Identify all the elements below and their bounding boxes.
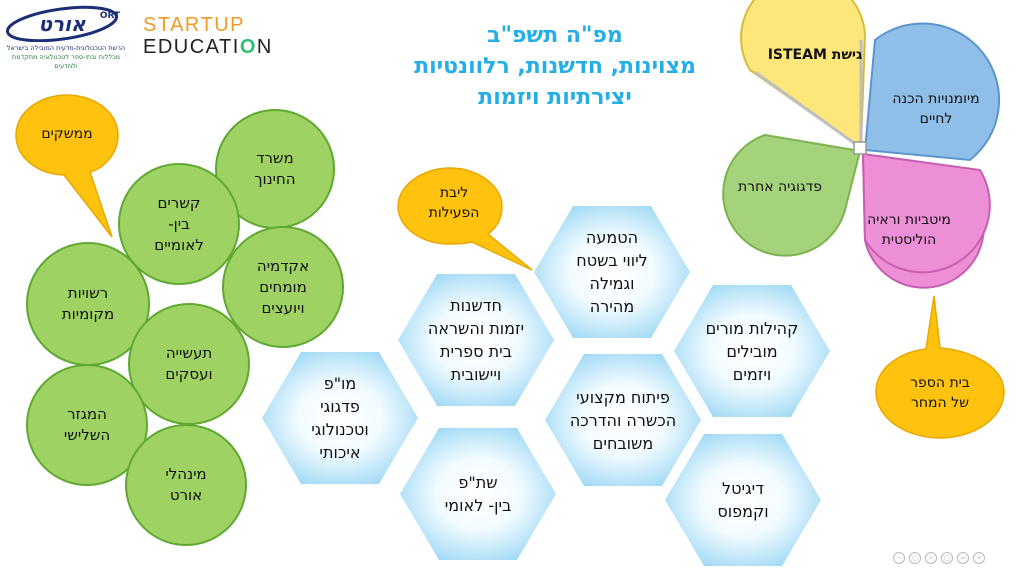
petal-other-pedagogy-label: פדגוגיה אחרת: [737, 179, 823, 195]
zoom-icon[interactable]: ○: [909, 552, 921, 564]
petal-isteam-label: גישת ISTEAM: [767, 47, 863, 63]
circle-international-relations: קשרים בין- לאומיים: [118, 163, 240, 285]
petals-diagram: [722, 0, 1000, 289]
partners-bubble: [15, 94, 119, 238]
minus-icon[interactable]: −: [893, 552, 905, 564]
hex-digital-campus: דיגיטל וקמפוס: [665, 434, 821, 566]
circle-academia-experts: אקדמיה מומחים ויועצים: [222, 226, 344, 348]
partners-label: ממשקים: [41, 126, 93, 142]
startup-word: STARTUP: [143, 14, 245, 36]
title-line-2: מצוינות, חדשנות, רלוונטיות: [414, 54, 696, 79]
copy-icon[interactable]: ▢: [941, 552, 953, 564]
search-icon[interactable]: ⌕: [925, 552, 937, 564]
petal-other-pedagogy: [722, 133, 862, 257]
petal-life-skills: [863, 22, 1000, 162]
petal-wellbeing-body: [861, 152, 991, 274]
school-tomorrow-bubble: [875, 295, 1005, 439]
svg-text:אורט: אורט: [38, 12, 85, 36]
hex-professional-development: פיתוח מקצועי הכשרה והדרכה משובחים: [545, 354, 701, 486]
ort-tagline-line2: מכללות ובתי-ספר לטכנולוגיה מתקדמת ולמדעי…: [11, 53, 121, 70]
hex-teacher-communities: קהילות מורים מובילים ויזמים: [674, 285, 830, 417]
title-line-1: מפ"ה תשפ"ב: [487, 23, 623, 48]
circle-ort-management: מינהלי אורט: [125, 424, 247, 546]
circle-industry-business: תעשייה ועסקים: [128, 303, 250, 425]
petal-life-skills-label: מיומנויות הכנה לחיים: [892, 91, 980, 127]
education-word: EDUCATION: [143, 36, 273, 58]
slide-title: מפ"ה תשפ"ב מצוינות, חדשנות, רלוונטיות יצ…: [340, 20, 770, 113]
school-tomorrow-label: בית הספר של המחר: [910, 375, 970, 411]
core-activity-label: ליבת הפעילות: [428, 185, 480, 221]
ort-tagline: הרשת הטכנולוגית-מדעית המובילה בישראל מכל…: [4, 44, 128, 71]
link-icon[interactable]: ∞: [957, 552, 969, 564]
slideshow-toolbar: − ○ ⌕ ▢ ∞ +: [893, 552, 985, 564]
ort-tagline-line1: הרשת הטכנולוגית-מדעית המובילה בישראל: [6, 44, 126, 52]
hex-innovation: חדשנות יזמות והשראה בית ספרית ויישובית: [398, 274, 554, 406]
ort-logo: אורט ORT: [5, 5, 121, 42]
startup-education-logo: STARTUP EDUCATION: [143, 14, 283, 58]
svg-text:ORT: ORT: [100, 11, 121, 21]
hex-research-development: מו"פ פדגוגי וטכנולוגי איכותי: [262, 352, 418, 484]
hex-implementation: הטמעה ליווי בשטח וגמילה מהירה: [534, 206, 690, 338]
title-line-3: יצירתיות ויזמות: [478, 85, 632, 110]
hex-international-cooperation: שת"פ בין- לאומי: [400, 428, 556, 560]
petal-isteam: [740, 0, 867, 150]
plus-icon[interactable]: +: [973, 552, 985, 564]
core-activity-bubble: [397, 167, 533, 271]
petal-wellbeing-label: מיטביות וראיה הוליסטית: [867, 212, 951, 248]
